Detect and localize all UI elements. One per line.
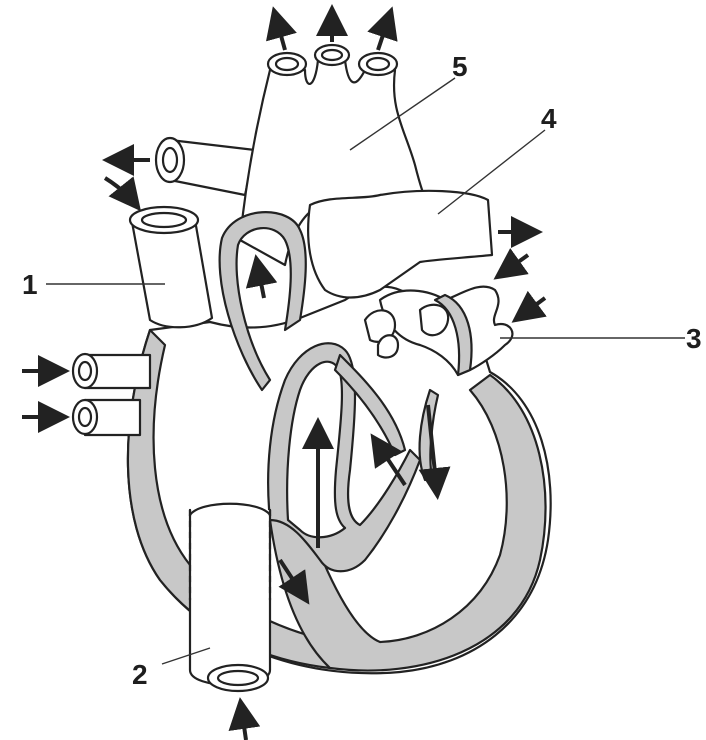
arrow-aorta-branch-1 <box>275 14 285 50</box>
label-3: 3 <box>686 323 702 354</box>
leader-4 <box>438 130 545 214</box>
pulmonary-vein-upper-lumen <box>79 362 91 380</box>
mitral-valve-cusp-3 <box>420 305 448 335</box>
label-2: 2 <box>132 659 148 690</box>
inferior-vena-cava <box>190 510 270 685</box>
arrow-into-svc <box>105 178 136 205</box>
superior-vena-cava <box>132 220 212 327</box>
pulmonary-vein-lower-lumen <box>79 408 91 426</box>
label-5: 5 <box>452 51 468 82</box>
svc-lumen <box>142 213 186 227</box>
arrow-right-ventricle-up <box>257 262 264 298</box>
arrow-aorta-branch-3 <box>378 14 390 50</box>
aorta-branch-1-lumen <box>276 58 298 70</box>
pulmonary-artery-left-lumen <box>163 148 177 172</box>
pulmonary-trunk <box>308 191 492 298</box>
label-1: 1 <box>22 269 38 300</box>
aorta-branch-3-lumen <box>367 58 389 70</box>
mitral-valve-cusp-2 <box>378 335 398 357</box>
arrow-into-left-atrium-upper <box>500 255 528 275</box>
arrow-into-left-atrium-lower <box>518 298 545 318</box>
label-4: 4 <box>541 103 557 134</box>
arrow-into-ivc <box>241 705 246 740</box>
aorta-branch-2-lumen <box>322 50 342 60</box>
